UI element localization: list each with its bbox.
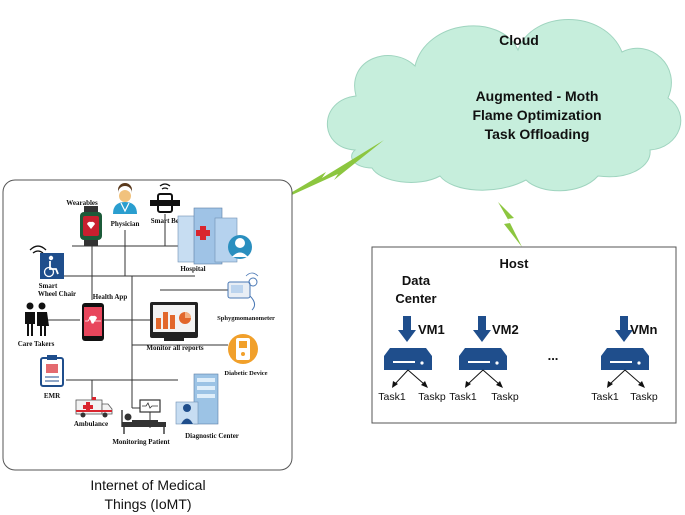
label-monitor-reports: Monitor all reports <box>146 344 204 352</box>
smartwatch-icon <box>80 206 102 246</box>
health-app-phone-icon <box>82 303 104 341</box>
cloud-line-1: Augmented - Moth <box>476 88 599 104</box>
vm1-task-arrows <box>392 369 428 388</box>
cloud-title: Cloud <box>499 32 539 48</box>
iomt-caption-2: Things (IoMT) <box>104 496 191 512</box>
vm1-label: VM1 <box>418 322 445 337</box>
physician-icon <box>113 183 137 214</box>
wheelchair-icon <box>29 245 64 279</box>
smart-belt-icon <box>150 183 180 213</box>
vm1-task-first: Task1 <box>378 391 406 403</box>
label-sphygmomanometer: Sphygmomanometer <box>217 315 275 322</box>
host-title: Host <box>500 256 530 271</box>
vm1-task-last: Taskp <box>418 391 446 403</box>
vm2-server-icon <box>459 316 507 370</box>
vmn-task-arrows <box>607 369 645 388</box>
vm2-task-first: Task1 <box>449 391 477 403</box>
vmn-label: VMn <box>630 322 658 337</box>
label-emr: EMR <box>44 392 61 400</box>
label-diabetic-device: Diabetic Device <box>224 370 267 377</box>
ambulance-icon <box>75 397 113 418</box>
label-hospital: Hospital <box>180 265 205 273</box>
label-wearables: Wearables <box>66 199 98 207</box>
hospital-icon <box>177 207 252 265</box>
data-center-line-2: Center <box>395 291 436 306</box>
vm-ellipsis: ... <box>548 348 559 363</box>
diagnostic-center-icon <box>175 373 219 425</box>
label-monitoring-patient: Monitoring Patient <box>112 438 170 446</box>
monitoring-patient-icon <box>121 399 166 434</box>
vm2-task-last: Taskp <box>491 391 519 403</box>
care-takers-icon <box>25 302 49 336</box>
cloud-shape <box>326 19 682 192</box>
sphygmomanometer-icon <box>227 272 259 311</box>
vm2-label: VM2 <box>492 322 519 337</box>
lightning-iomt-cloud <box>272 140 384 204</box>
label-wheelchair-1: Smart <box>39 282 58 290</box>
vm2-task-arrows <box>465 369 503 388</box>
diabetic-device-icon <box>228 334 258 364</box>
vmn-task-first: Task1 <box>591 391 619 403</box>
label-health-app: Health App <box>93 293 128 301</box>
monitor-reports-icon <box>150 302 198 341</box>
iomt-caption-1: Internet of Medical <box>90 477 205 493</box>
label-smart-belt: Smart Belt <box>151 217 184 225</box>
cloud-line-3: Task Offloading <box>485 126 590 142</box>
cloud-line-2: Flame Optimization <box>472 107 601 123</box>
label-ambulance: Ambulance <box>74 420 108 428</box>
emr-icon <box>40 355 64 387</box>
label-wheelchair-2: Wheel Chair <box>38 290 76 298</box>
label-care-takers: Care Takers <box>18 340 55 348</box>
vm1-server-icon <box>384 316 432 370</box>
label-diagnostic-center: Diagnostic Center <box>185 432 239 440</box>
lightning-cloud-host <box>498 202 522 247</box>
data-center-line-1: Data <box>402 273 431 288</box>
vmn-server-icon <box>601 316 649 370</box>
vmn-task-last: Taskp <box>630 391 658 403</box>
label-physician: Physician <box>111 220 140 228</box>
